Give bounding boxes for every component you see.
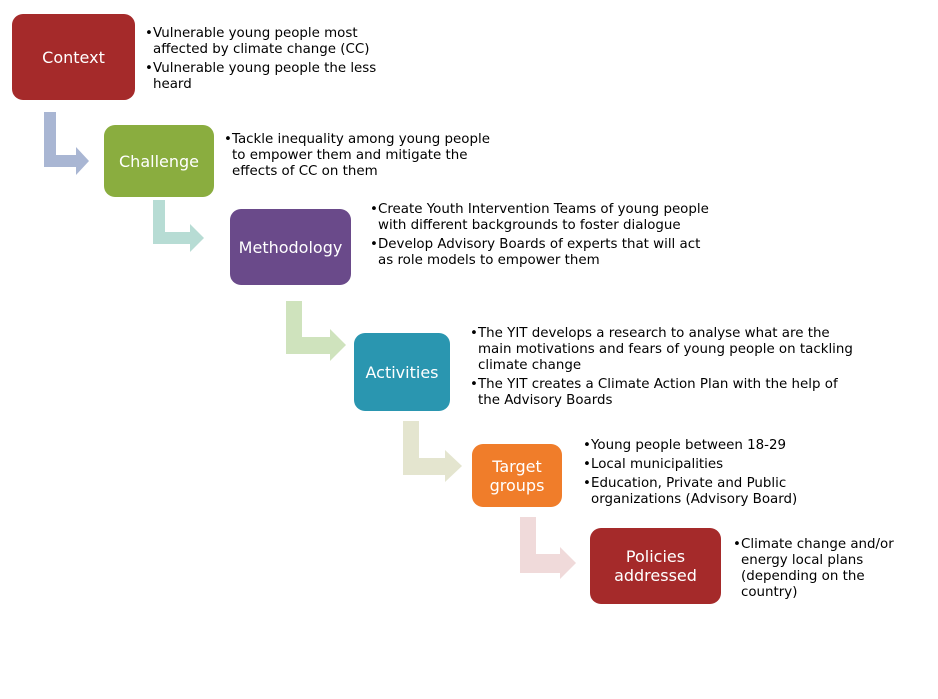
- step-box-policies: Policies addressed: [590, 528, 721, 604]
- step-bullets-methodology: •Create Youth Intervention Teams of youn…: [370, 202, 710, 272]
- bullet-item: •Develop Advisory Boards of experts that…: [370, 237, 701, 268]
- connector-arrow-methodology-activities: [286, 301, 346, 361]
- step-box-context: Context: [12, 14, 135, 100]
- bullet-item: •Tackle inequality among young people to…: [224, 132, 490, 179]
- bullet-item: •Vulnerable young people most affected b…: [145, 26, 370, 57]
- step-label: Challenge: [119, 151, 199, 171]
- step-bullets-policies: •Climate change and/or energy local plan…: [733, 537, 923, 604]
- step-label: Activities: [365, 362, 439, 382]
- step-box-activities: Activities: [354, 333, 450, 411]
- step-box-target-groups: Target groups: [472, 444, 562, 507]
- step-bullets-context: •Vulnerable young people most affected b…: [145, 26, 415, 96]
- step-bullets-challenge: •Tackle inequality among young people to…: [224, 132, 499, 183]
- connector-arrow-context-challenge: [44, 112, 89, 175]
- step-label: Target groups: [489, 456, 545, 495]
- bullet-item: •Create Youth Intervention Teams of youn…: [370, 202, 709, 233]
- bullet-item: •Young people between 18-29: [583, 438, 787, 453]
- step-bullets-activities: •The YIT develops a research to analyse …: [470, 326, 862, 412]
- bullet-item: •Climate change and/or energy local plan…: [733, 537, 894, 600]
- bullet-item: •Education, Private and Public organizat…: [583, 476, 798, 507]
- connector-arrow-target-policies: [520, 517, 576, 579]
- step-bullets-target-groups: •Young people between 18-29 •Local munic…: [583, 438, 833, 511]
- bullet-item: •Vulnerable young people the less heard: [145, 61, 377, 92]
- connector-arrow-challenge-methodology: [153, 200, 204, 252]
- bullet-item: •Local municipalities: [583, 457, 724, 472]
- step-label: Context: [42, 47, 105, 67]
- connector-arrow-activities-target: [403, 421, 462, 482]
- bullet-item: •The YIT develops a research to analyse …: [470, 326, 853, 373]
- step-box-challenge: Challenge: [104, 125, 214, 197]
- step-label: Methodology: [238, 237, 343, 257]
- step-box-methodology: Methodology: [230, 209, 351, 285]
- step-label: Policies addressed: [614, 547, 697, 585]
- bullet-item: •The YIT creates a Climate Action Plan w…: [470, 377, 838, 408]
